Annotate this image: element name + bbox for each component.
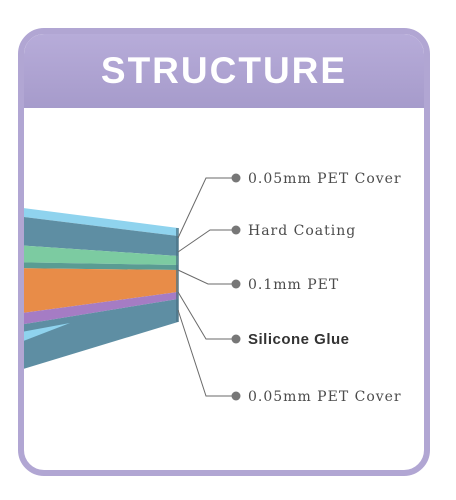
layer-label-pet-cover-bottom: 0.05mm PET Cover: [248, 389, 402, 405]
leader-line: [177, 291, 232, 340]
leader-line: [177, 269, 232, 285]
layer-pet-cover-top: [24, 214, 178, 256]
stack-front-face: [176, 228, 179, 322]
leader-dot: [231, 279, 241, 289]
leader-line: [177, 177, 232, 239]
layer-hard-coating: [24, 244, 178, 265]
layer-pet-cover-bottom: [24, 299, 178, 376]
leader-dot: [231, 334, 241, 344]
layer-label-silicone-glue: Silicone Glue: [248, 331, 350, 348]
layer-pet: [24, 268, 178, 316]
layer-top-edge: [24, 205, 178, 236]
layer-label-hard-coating: Hard Coating: [248, 223, 356, 239]
layer-silicone-glue: [24, 292, 178, 328]
leader-dot: [231, 391, 241, 401]
layer-bottom-edge: [24, 323, 70, 350]
leader-dot: [231, 173, 241, 183]
leader-line: [177, 229, 232, 253]
leader-dot: [231, 225, 241, 235]
leader-line: [177, 309, 232, 397]
film-stack: [24, 205, 179, 376]
layer-label-pet: 0.1mm PET: [248, 277, 339, 293]
leader-lines: [177, 177, 232, 397]
header-banner: STRUCTURE: [24, 34, 424, 108]
structure-title: STRUCTURE: [100, 50, 348, 91]
layer-teal-strip: [24, 262, 178, 270]
leader-dots: [231, 173, 241, 401]
layer-label-pet-cover-top: 0.05mm PET Cover: [248, 171, 402, 187]
